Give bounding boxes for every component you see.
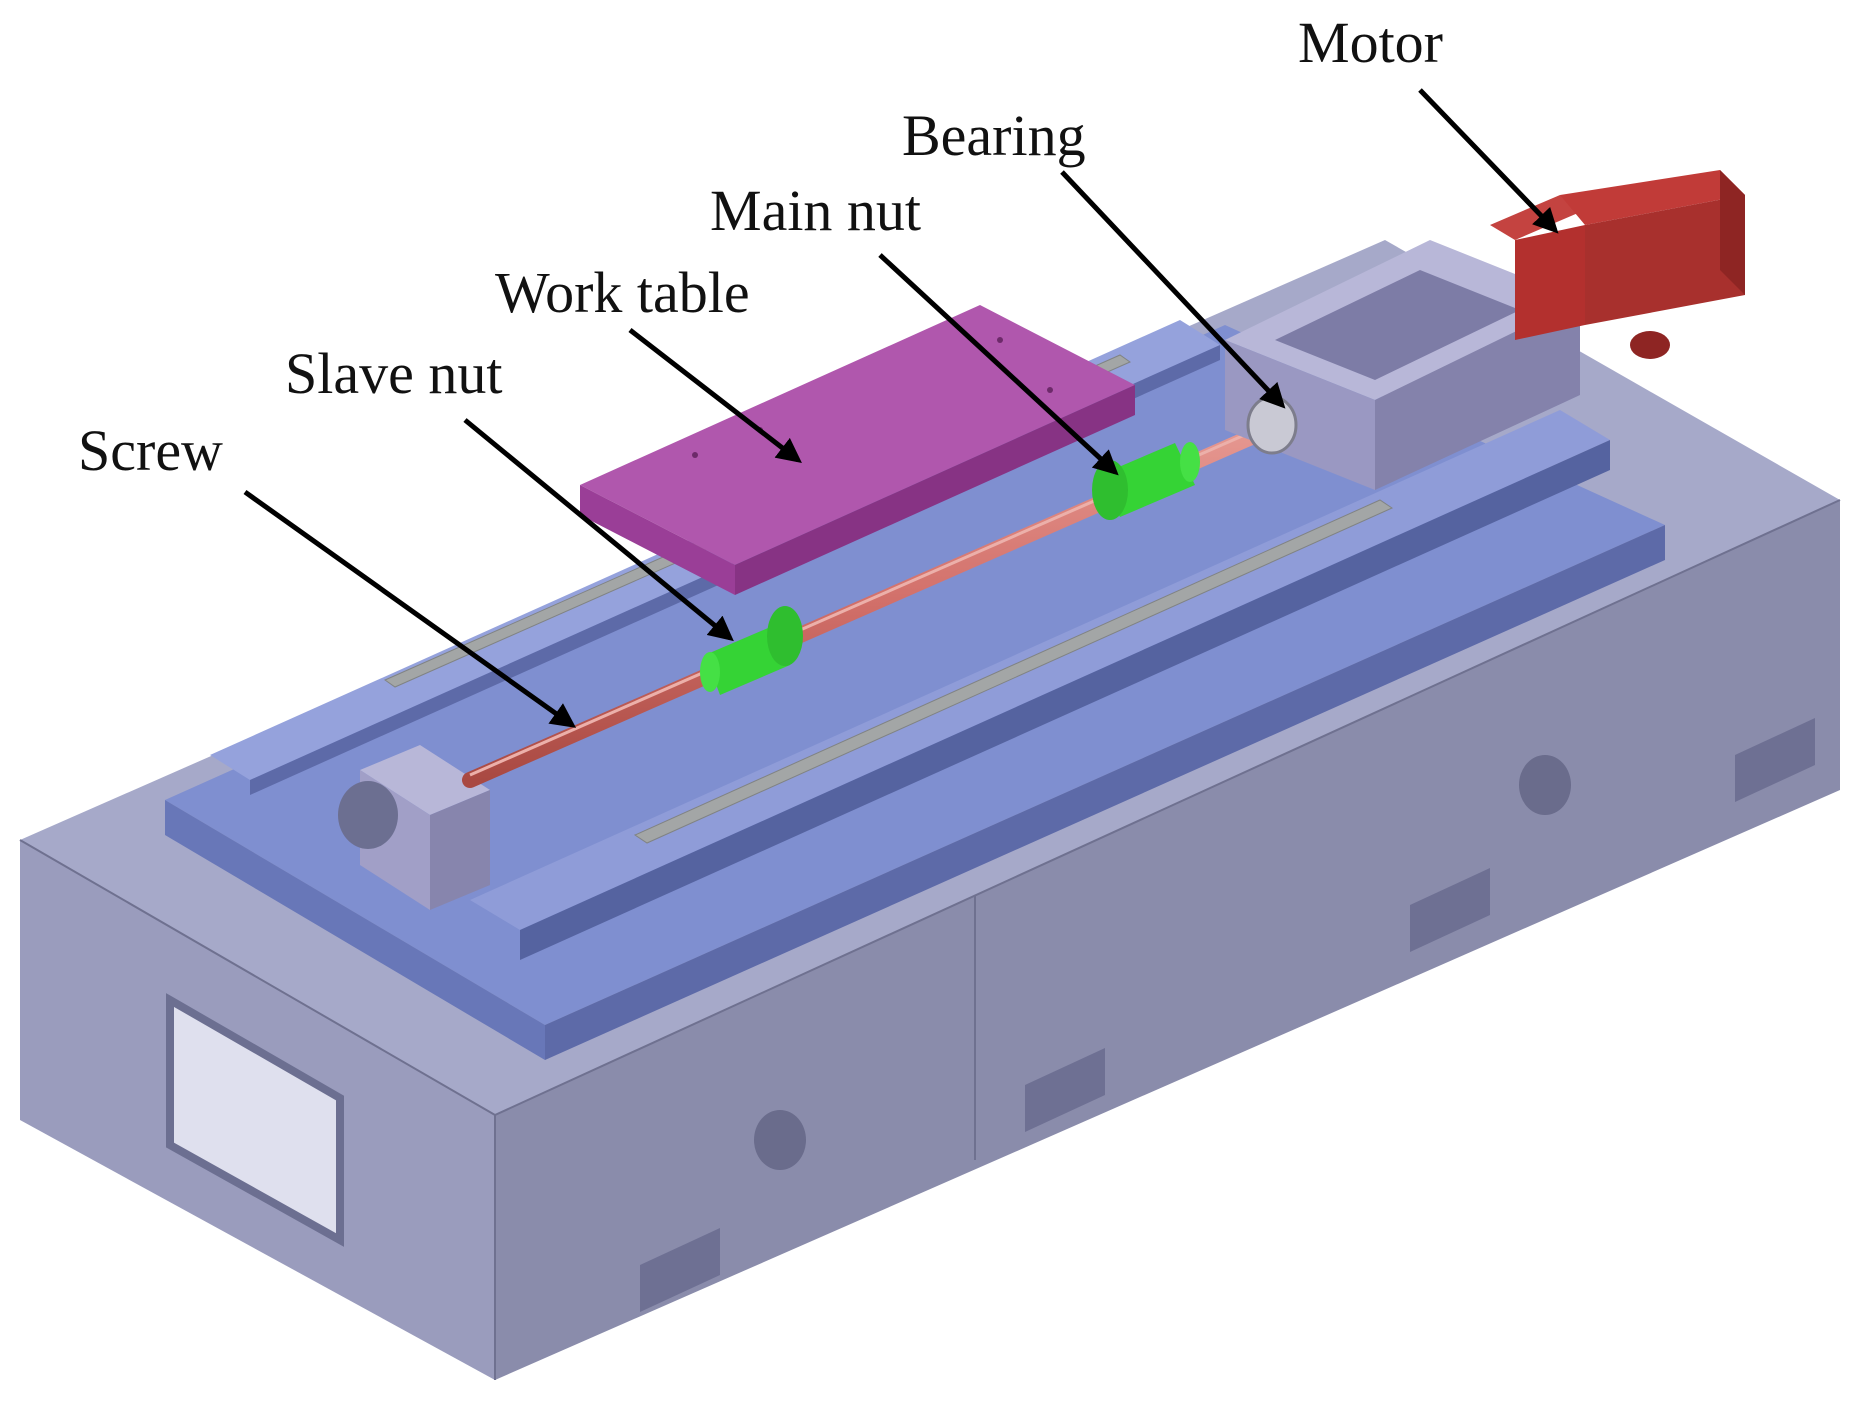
bearing <box>1246 395 1298 455</box>
plate-side <box>545 525 1665 1060</box>
motor <box>1490 170 1745 359</box>
work-table <box>580 305 1135 595</box>
front-linear-rail <box>633 499 1394 844</box>
work-table-top <box>580 305 1135 565</box>
slave-nut <box>700 606 803 695</box>
motor-leader <box>1418 88 1559 234</box>
motor-label: Motor <box>1298 10 1443 75</box>
guide-plate <box>165 320 1665 1060</box>
main-nut-leader <box>878 253 1119 476</box>
screw-label: Screw <box>78 418 223 483</box>
bearing-housing <box>1225 240 1580 490</box>
work-table-leader <box>628 328 802 464</box>
plate-top <box>165 325 1665 1025</box>
work-table-front <box>580 485 735 595</box>
work-table-side <box>735 385 1135 595</box>
screw-leader <box>243 489 577 728</box>
component-labels: Motor Bearing Main nut Work table Slave … <box>78 10 1443 483</box>
bearing-leader <box>1060 170 1286 409</box>
bearing-label: Bearing <box>902 103 1086 168</box>
slave-nut-label: Slave nut <box>285 341 502 406</box>
slave-nut-leader <box>463 418 734 642</box>
leader-lines <box>243 88 1559 728</box>
work-table-label: Work table <box>495 260 750 325</box>
bed-end-window <box>166 993 344 1247</box>
bed-front-face <box>495 500 1840 1380</box>
main-nut-label: Main nut <box>710 178 921 243</box>
support-bearing-block <box>338 745 490 910</box>
